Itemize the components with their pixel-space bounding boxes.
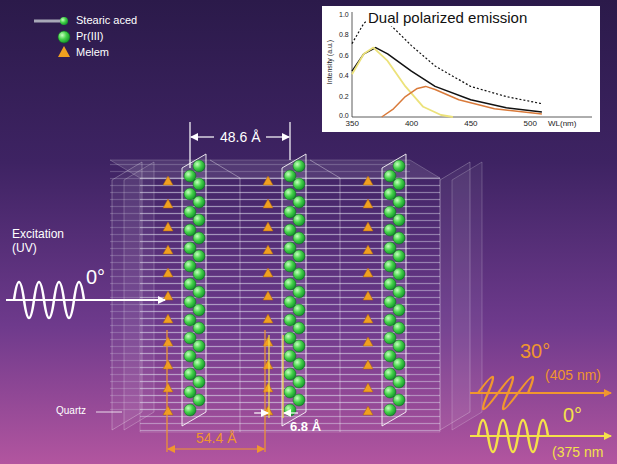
axis-title: WL(nm)	[548, 119, 576, 128]
angle-label: 30°	[520, 340, 550, 363]
tick-label: 0.4	[339, 72, 349, 80]
angle-label: 0°	[86, 266, 105, 289]
legend-text: Stearic aced	[76, 14, 137, 27]
axis-title: Intensity (a.u.)	[326, 40, 334, 84]
legend-text: Pr(III)	[76, 30, 104, 43]
tick-label: 500	[524, 119, 537, 128]
tick-label: 0.8	[339, 31, 349, 39]
tick-label: 0.0	[339, 112, 349, 120]
chart-title: Dual polarized emission	[366, 9, 529, 26]
dimension-label: 6.8 Å	[290, 420, 321, 435]
part-label: Quartz	[56, 405, 86, 417]
dimension-label: 48.6 Å	[220, 129, 260, 145]
tick-label: 400	[405, 119, 418, 128]
legend-text: Melem	[76, 46, 109, 59]
wavelength-label: (375 nm	[552, 444, 603, 460]
angle-label: 0°	[563, 404, 582, 427]
tick-label: 350	[346, 119, 359, 128]
wavelength-label: (405 nm)	[545, 367, 601, 383]
tick-label: 0.6	[339, 52, 349, 60]
dimension-label: 54.4 Å	[196, 430, 236, 446]
tick-label: 0.2	[339, 93, 349, 101]
excitation-label: Excitation (UV)	[12, 228, 84, 256]
tick-label: 450	[464, 119, 477, 128]
tick-label: 1.0	[339, 11, 349, 19]
